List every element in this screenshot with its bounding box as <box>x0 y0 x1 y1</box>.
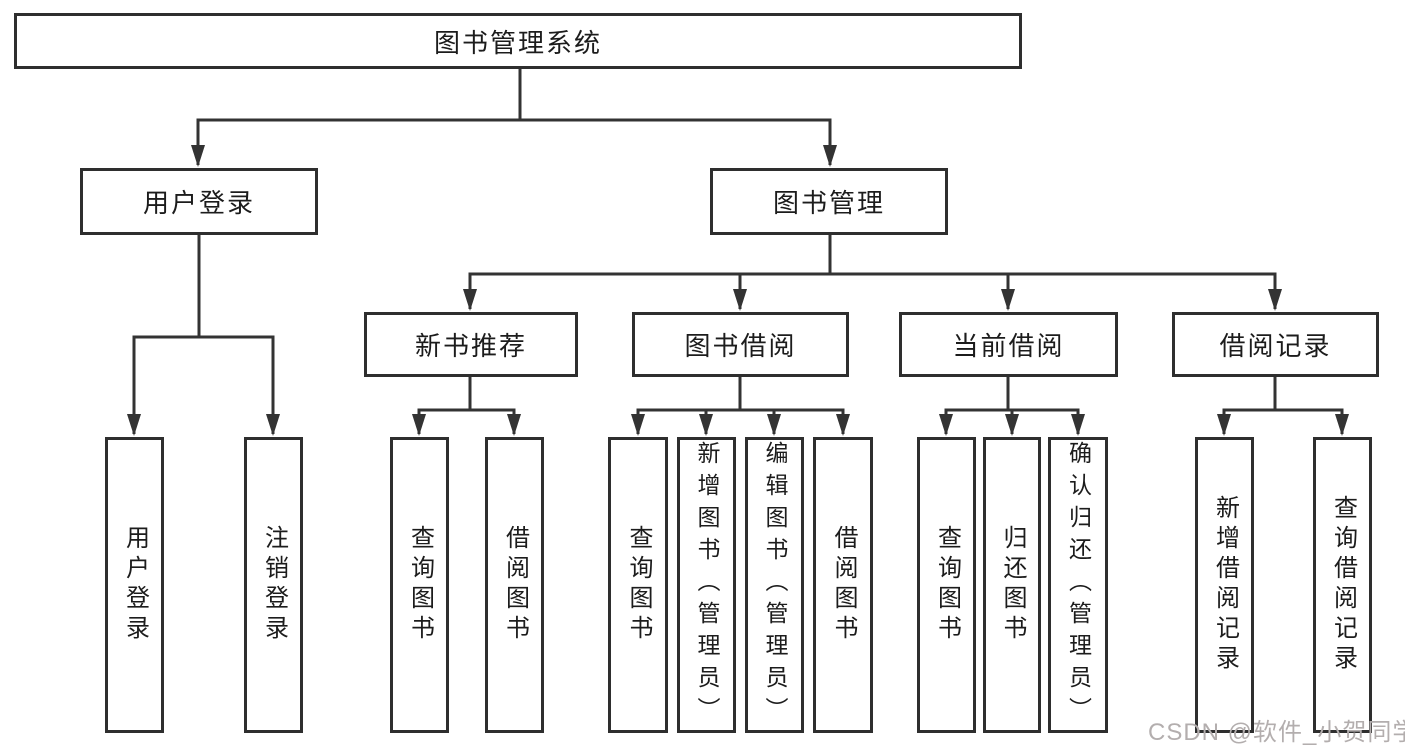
node-current-borrow: 当前借阅 <box>899 312 1118 377</box>
node-label: 确认归还（管理员） <box>1065 441 1092 729</box>
node-label: 借阅图书 <box>830 525 857 645</box>
leaf-logout: 注销登录 <box>244 437 303 733</box>
leaf-borrow-add-book-admin: 新增图书（管理员） <box>677 437 736 733</box>
node-label: 用户登录 <box>142 188 255 218</box>
node-book-borrow: 图书借阅 <box>632 312 849 377</box>
node-label: 编辑图书（管理员） <box>762 441 788 729</box>
leaf-current-confirm-return-admin: 确认归还（管理员） <box>1048 437 1108 733</box>
leaf-recommend-borrow-book: 借阅图书 <box>485 437 544 733</box>
node-label: 图书管理系统 <box>433 27 602 58</box>
node-label: 查询借阅记录 <box>1329 495 1357 675</box>
leaf-borrow-borrow-book: 借阅图书 <box>813 437 873 733</box>
node-label: 借阅记录 <box>1219 331 1332 361</box>
node-borrow-record: 借阅记录 <box>1172 312 1379 377</box>
node-label: 查询图书 <box>406 525 434 645</box>
node-label: 借阅图书 <box>501 525 529 645</box>
node-label: 新书推荐 <box>414 331 527 361</box>
leaf-user-login: 用户登录 <box>105 437 164 733</box>
node-label: 新增图书（管理员） <box>694 441 720 729</box>
leaf-current-query-book: 查询图书 <box>917 437 976 733</box>
connector-stems <box>197 69 1277 410</box>
leaf-recommend-query-book: 查询图书 <box>390 437 449 733</box>
node-label: 归还图书 <box>999 525 1026 645</box>
leaf-borrow-edit-book-admin: 编辑图书（管理员） <box>745 437 804 733</box>
node-label: 新增借阅记录 <box>1211 495 1239 675</box>
node-new-book-recommend: 新书推荐 <box>364 312 578 377</box>
node-book-management: 图书管理 <box>710 168 948 235</box>
node-label: 查询图书 <box>625 525 652 645</box>
node-label: 查询图书 <box>933 525 961 645</box>
leaf-record-query-borrow-record: 查询借阅记录 <box>1313 437 1372 733</box>
node-label: 图书管理 <box>772 188 885 218</box>
node-user-login: 用户登录 <box>80 168 318 235</box>
node-library-management-system: 图书管理系统 <box>14 13 1022 69</box>
node-label: 注销登录 <box>260 525 288 645</box>
connector-arrows <box>127 120 1349 436</box>
node-label: 图书借阅 <box>684 331 797 361</box>
leaf-current-return-book: 归还图书 <box>983 437 1041 733</box>
leaf-record-add-borrow-record: 新增借阅记录 <box>1195 437 1254 733</box>
csdn-watermark: CSDN @软件_小贺同学 <box>1148 719 1405 746</box>
leaf-borrow-query-book: 查询图书 <box>608 437 668 733</box>
node-label: 用户登录 <box>121 525 149 645</box>
node-label: 当前借阅 <box>952 331 1065 361</box>
